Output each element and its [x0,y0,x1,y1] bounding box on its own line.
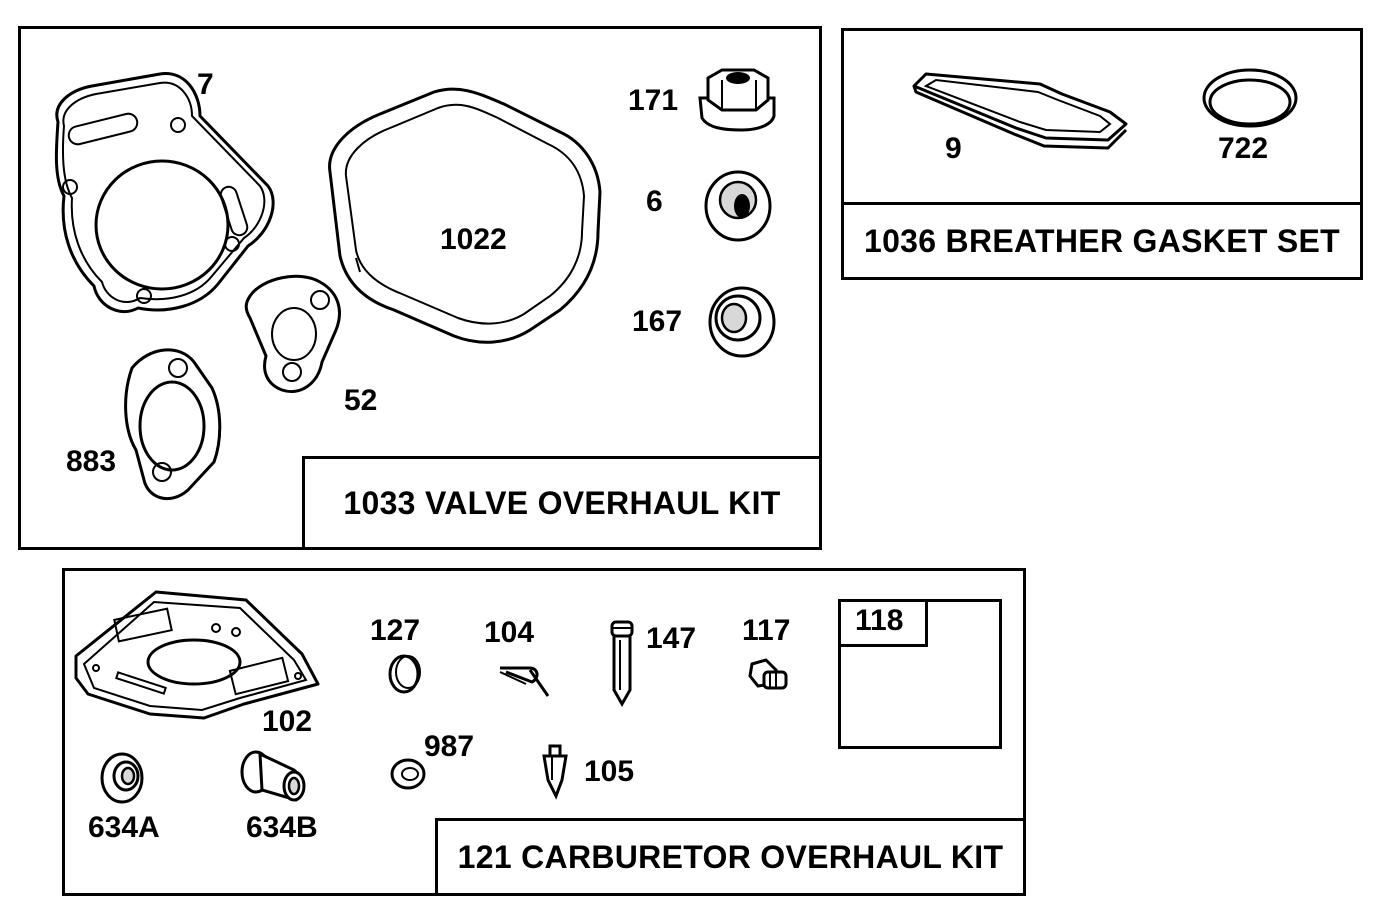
part-label-147: 147 [646,622,697,655]
intake-gasket-drawing [244,274,341,393]
part-label-7: 7 [197,68,214,101]
part-label-171: 171 [628,84,679,117]
carburetor-kit-title: 121 CARBURETOR OVERHAUL KIT [435,818,1026,896]
part-label-6: 6 [646,185,663,218]
part-label-117: 117 [742,614,791,647]
shaft-bushing-drawing [240,750,306,802]
exhaust-gasket-drawing [124,348,222,501]
o-ring-drawing [1202,68,1298,128]
part-label-118: 118 [855,604,904,637]
flange-nut-drawing [698,68,776,132]
part-label-167: 167 [632,305,683,338]
part-label-105: 105 [584,755,635,788]
carburetor-mounting-gasket-drawing [74,590,320,720]
rocker-cover-gasket-drawing [328,87,602,344]
float-needle-seat-drawing [390,758,426,790]
valve-seal-drawing [704,170,772,242]
part-label-722: 722 [1218,132,1269,165]
part-label-883: 883 [66,445,117,478]
bowl-screw-drawing [748,658,788,690]
part-label-52: 52 [344,384,378,417]
part-label-634b: 634B [246,811,318,844]
valve-stem-seal-drawing [708,286,776,358]
throttle-shaft-seal-drawing [100,752,144,804]
emulsion-tube-drawing [610,620,634,708]
valve-kit-title: 1033 VALVE OVERHAUL KIT [302,456,822,550]
mixture-screw-kit-label-box [838,599,928,647]
part-label-102: 102 [262,705,313,738]
float-hinge-pin-drawing [499,666,550,697]
welch-plug-drawing [388,654,421,694]
part-label-1022: 1022 [440,223,507,256]
part-label-104: 104 [484,616,535,649]
head-gasket-drawing [54,72,275,314]
breather-kit-title: 1036 BREATHER GASKET SET [841,202,1363,280]
breather-gasket-drawing [912,72,1128,150]
part-label-9: 9 [945,132,962,165]
part-label-127: 127 [370,614,421,647]
part-label-634a: 634A [88,811,160,844]
part-label-987: 987 [424,730,475,763]
inlet-needle-drawing [542,744,568,800]
